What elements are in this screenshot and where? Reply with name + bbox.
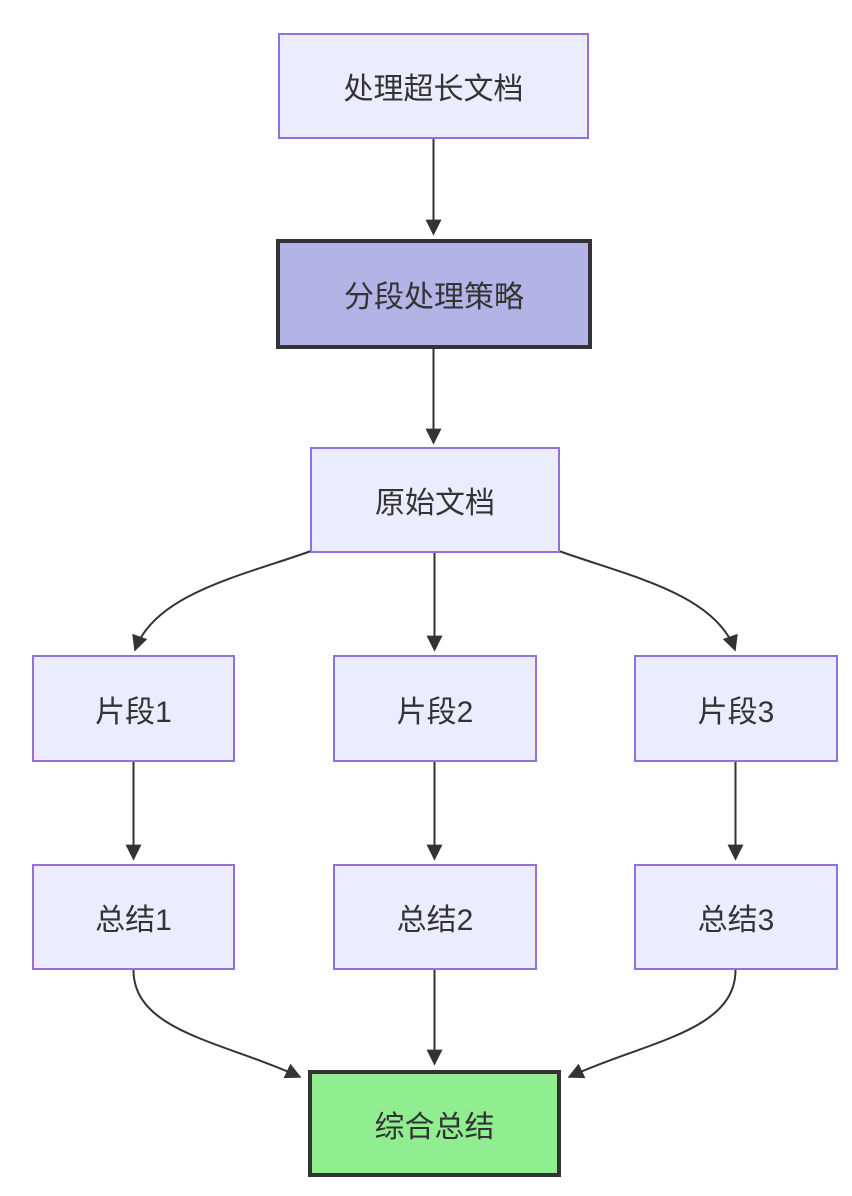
edge-e1-f	[132, 969, 302, 1079]
node-label: 总结3	[697, 904, 775, 937]
node-label: 综合总结	[374, 1110, 495, 1144]
node-fragment-3: 片段3	[634, 655, 838, 762]
node-label: 分段处理策略	[344, 281, 524, 314]
node-label: 片段2	[396, 695, 474, 729]
node-summary-1: 总结1	[32, 864, 235, 970]
node-fragment-1: 片段1	[32, 655, 235, 762]
node-process-long-document: 处理超长文档	[278, 33, 589, 139]
node-label: 总结1	[95, 904, 172, 937]
node-combined-summary: 综合总结	[308, 1070, 561, 1177]
edge-e3-f	[567, 969, 737, 1079]
node-segmentation-strategy: 分段处理策略	[276, 239, 592, 349]
node-original-document: 原始文档	[310, 447, 560, 553]
node-summary-2: 总结2	[333, 864, 537, 970]
node-label: 处理超长文档	[343, 73, 524, 106]
node-summary-3: 总结3	[634, 864, 838, 970]
node-label: 原始文档	[375, 487, 495, 520]
node-label: 片段1	[95, 695, 172, 729]
node-label: 总结2	[396, 904, 474, 937]
node-fragment-2: 片段2	[333, 655, 537, 762]
edge-c-d1	[132, 550, 312, 652]
node-label: 片段3	[697, 695, 775, 729]
edge-c-d3	[558, 550, 738, 652]
